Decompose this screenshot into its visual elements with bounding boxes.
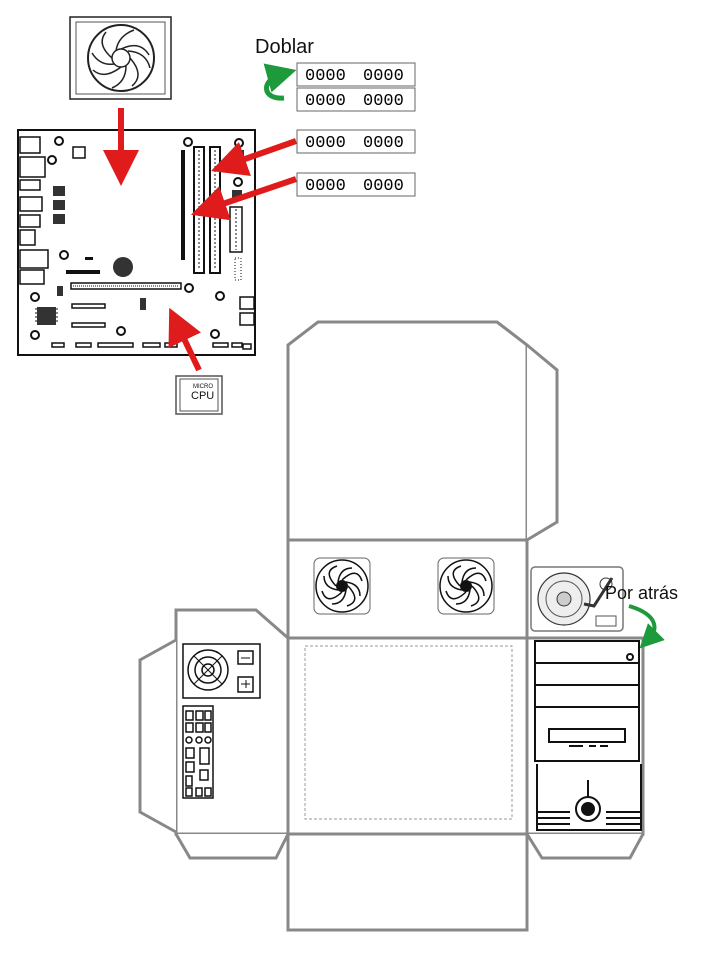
- cpu-arrow-icon: [168, 307, 202, 372]
- ram-chip-label: 0000: [363, 92, 404, 111]
- fold-label: Doblar: [255, 36, 314, 58]
- ram-chip-label: 0000: [305, 92, 346, 111]
- fold-arrow-icon: [263, 63, 297, 101]
- ram-module: 0000 0000: [296, 62, 416, 87]
- ram-module: 0000 0000: [296, 129, 416, 154]
- behind-label: Por atrás: [605, 583, 679, 603]
- ram-arrow-icon: [211, 138, 297, 176]
- ram-chip-label: 0000: [305, 134, 346, 153]
- case-fan-icon: [313, 557, 371, 615]
- ram-chip-label: 0000: [305, 177, 346, 196]
- ram-arrow-icon: [190, 176, 297, 221]
- cpu-label-line1: MICRO: [193, 384, 213, 390]
- cpu-chip: [175, 375, 223, 415]
- case-fan-icon: [437, 557, 495, 615]
- ram-chip-label: 0000: [363, 177, 404, 196]
- ram-module: 0000 0000: [296, 172, 416, 197]
- ram-module: 0000 0000: [296, 87, 416, 112]
- cpu-fan-cooler: [69, 16, 172, 100]
- io-back-panel: [182, 705, 214, 799]
- ram-chip-label: 0000: [363, 67, 404, 86]
- pc-tower-front: [534, 640, 642, 831]
- hard-drive-icon: [530, 566, 624, 632]
- motherboard: [17, 129, 256, 356]
- case-net: [138, 320, 645, 932]
- ram-chip-label: 0000: [305, 67, 346, 86]
- cpu-label-line2: CPU: [191, 390, 215, 402]
- behind-arrow-icon: [628, 604, 665, 649]
- power-supply-icon: [182, 643, 261, 699]
- ram-chip-label: 0000: [363, 134, 404, 153]
